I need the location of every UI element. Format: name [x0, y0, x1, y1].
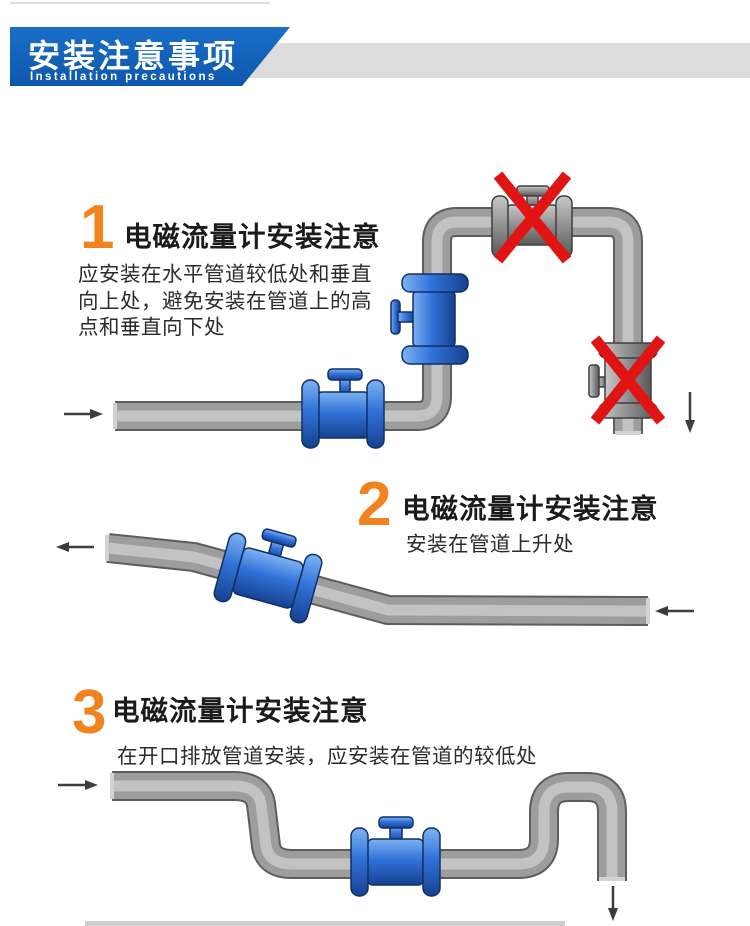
pipe-open-end — [646, 598, 650, 624]
flow-meter-icon — [301, 368, 385, 449]
wrong-position-x-icon — [493, 171, 572, 264]
pipe-run-icon — [110, 771, 627, 881]
header-banner: 安装注意事项 Installation precautions — [10, 27, 290, 86]
wrong-position-x-icon — [590, 335, 666, 425]
section-3-title: 电磁流量计安装注意 — [112, 695, 369, 726]
top-cropped-band — [10, 2, 270, 4]
section-1-number: 1 — [80, 193, 115, 262]
page-title: 安装注意事项 — [28, 38, 239, 74]
diagram-2-rising-pipe — [56, 528, 694, 626]
diagram-3-open-discharge — [58, 771, 627, 921]
section-1-title: 电磁流量计安装注意 — [124, 221, 381, 252]
flow-meter-icon — [390, 273, 469, 365]
flow-out-arrow-icon — [685, 392, 695, 433]
section-3-description: 在开口排放管道安装，应安装在管道的较低处 — [117, 745, 537, 768]
section-1-description: 应安装在水平管道较低处和垂直向上处，避免安装在管道上的高点和垂直向下处 — [78, 263, 372, 339]
flow-out-arrow-icon — [608, 886, 618, 921]
section-2-number: 2 — [357, 470, 392, 539]
pipe-run-icon — [105, 533, 650, 626]
flow-out-arrow-icon — [56, 542, 94, 552]
section-2-title: 电磁流量计安装注意 — [402, 493, 659, 524]
flow-meter-icon — [213, 528, 323, 624]
flow-in-arrow-icon — [655, 606, 694, 616]
pipe-open-end — [615, 431, 641, 435]
section-2-description: 安装在管道上升处 — [406, 533, 574, 556]
flow-meter-icon — [350, 816, 441, 897]
pipe-open-end — [113, 403, 117, 429]
wrong-meter-high-point-icon — [491, 171, 573, 264]
pipe-open-end — [599, 877, 625, 881]
pipe-open-end — [110, 773, 114, 799]
pipe-open-end — [105, 535, 109, 561]
flow-in-arrow-icon — [64, 409, 103, 419]
flow-in-arrow-icon — [58, 780, 98, 790]
section-3-number: 3 — [72, 678, 107, 747]
diagram-1-installation-positions — [64, 171, 695, 449]
wrong-meter-downward-icon — [588, 335, 666, 425]
pipe-run-icon — [113, 207, 643, 435]
page-subtitle: Installation precautions — [30, 71, 217, 83]
bottom-cropped-band — [85, 921, 565, 926]
